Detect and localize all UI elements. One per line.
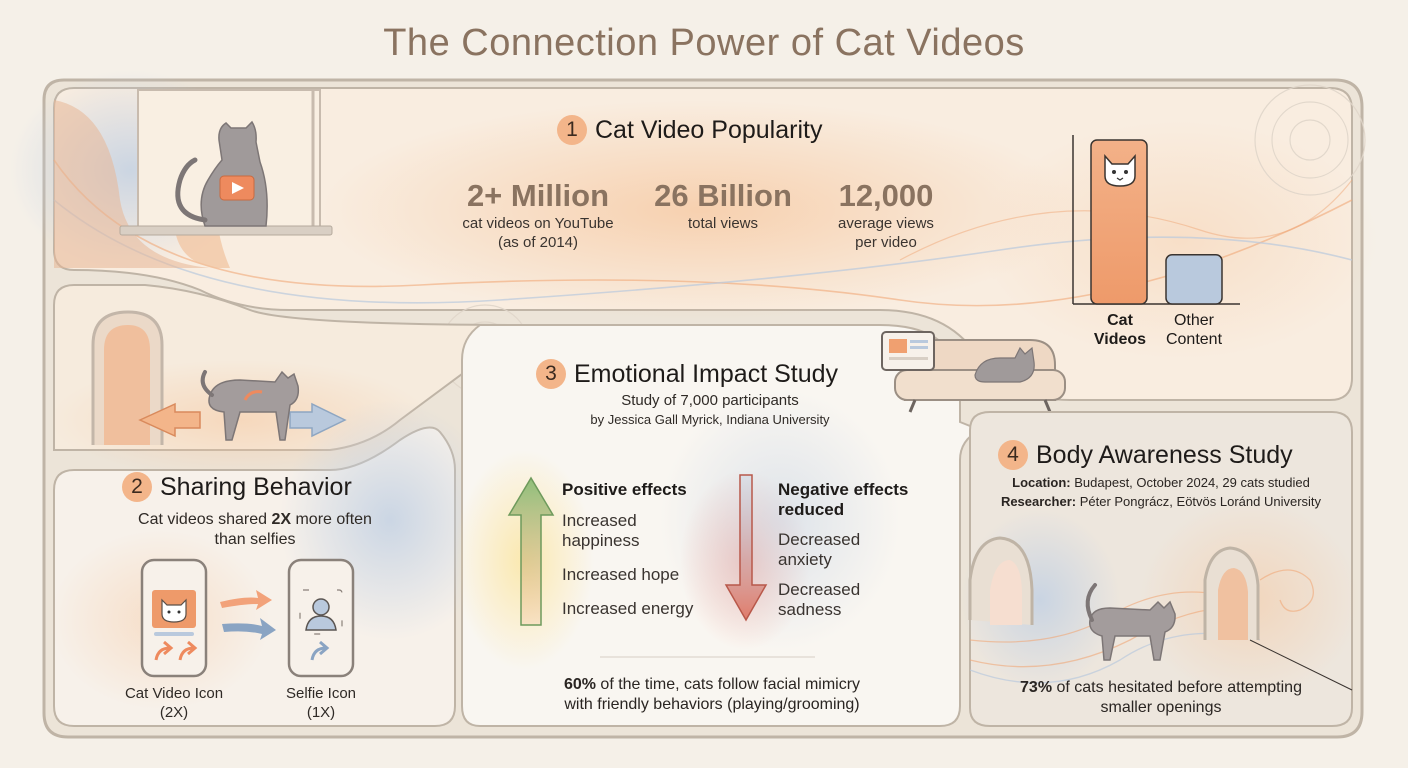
bar-other-content (1165, 254, 1223, 305)
emotional-author: by Jessica Gall Myrick, Indiana Universi… (590, 412, 830, 427)
positive-effect-item: Increased happiness (562, 511, 640, 550)
emotional-section-title: 3 Emotional Impact Study (536, 359, 839, 390)
stat-label: total views (687, 215, 759, 232)
section-title-text: Sharing Behavior (160, 472, 352, 501)
cat-door-icon (968, 536, 1260, 640)
stat-videos: 2+ Million cat videos on YouTube (as of … (443, 178, 633, 252)
stat-views: 26 Billion total views (633, 178, 813, 233)
emotional-footer: 60% of the time, cats follow facial mimi… (563, 676, 861, 713)
body-researcher: Researcher: Péter Pongrácz, Eötvös Lorán… (1000, 494, 1322, 509)
section-number-badge: 1 (557, 115, 587, 146)
positive-effects-list: Positive effects Increased happiness Inc… (562, 480, 732, 619)
stat-value: 26 Billion (654, 178, 792, 213)
person-icon (305, 598, 337, 631)
play-button-icon (219, 175, 255, 201)
cat-face-icon (1104, 154, 1136, 187)
arrow-down-icon (724, 474, 768, 622)
popularity-section-title: 1 Cat Video Popularity (557, 115, 823, 146)
section-number-badge: 3 (536, 359, 566, 390)
negative-effects-list: Negative effects reduced Decreased anxie… (778, 480, 948, 620)
stat-average: 12,000 average views per video (800, 178, 972, 252)
negative-effects-heading: reduced (778, 500, 845, 519)
tablet-icon (881, 331, 935, 371)
body-footer: 73% of cats hesitated before attempting … (1020, 679, 1302, 716)
cat-silhouette-icon (1085, 583, 1176, 661)
bar-label-cat-videos: Cat Videos (1093, 312, 1147, 348)
share-arrow-icon (154, 640, 198, 661)
section-title-text: Cat Video Popularity (595, 115, 823, 144)
negative-effect-item: Decreased anxiety (778, 530, 861, 569)
cat-silhouette-icon (974, 346, 1035, 383)
section-title-text: Body Awareness Study (1036, 440, 1293, 469)
stat-value: 2+ Million (466, 178, 610, 213)
share-arrow-icon (310, 640, 330, 661)
page-title: The Connection Power of Cat Videos (383, 22, 1025, 64)
body-location: Location: Budapest, October 2024, 29 cat… (1012, 475, 1310, 490)
section-title-text: Emotional Impact Study (574, 359, 839, 388)
section-number-badge: 4 (998, 440, 1028, 471)
bar-label-other-content: Other Content (1165, 312, 1223, 348)
stat-label: cat videos on YouTube (462, 215, 614, 232)
negative-effect-item: Decreased sadness (778, 580, 861, 619)
stat-label: average views (838, 215, 934, 232)
negative-effects-heading: Negative effects (778, 480, 909, 499)
cat-silhouette-icon (200, 370, 300, 441)
sharing-section-title: 2 Sharing Behavior (122, 472, 352, 503)
stat-label: per video (855, 234, 917, 251)
positive-effect-item: Increased hope (562, 565, 680, 584)
arrow-right-icon (220, 590, 276, 640)
phone-label-cat-video: Cat Video Icon (2X) (124, 685, 224, 721)
sharing-description: Cat videos shared 2X more often than sel… (138, 511, 372, 548)
stat-value: 12,000 (838, 178, 934, 213)
cat-face-icon (161, 598, 187, 623)
cat-door-icon (91, 310, 164, 445)
positive-effect-item: Increased energy (562, 599, 694, 618)
section-number-badge: 2 (122, 472, 152, 503)
emotional-subtitle: Study of 7,000 participants (621, 392, 799, 409)
phone-label-selfie: Selfie Icon (1X) (285, 685, 357, 721)
positive-effects-heading: Positive effects (562, 480, 687, 499)
body-section-title: 4 Body Awareness Study (998, 440, 1293, 471)
arrow-up-icon (507, 476, 555, 626)
stat-label: (as of 2014) (497, 234, 579, 251)
